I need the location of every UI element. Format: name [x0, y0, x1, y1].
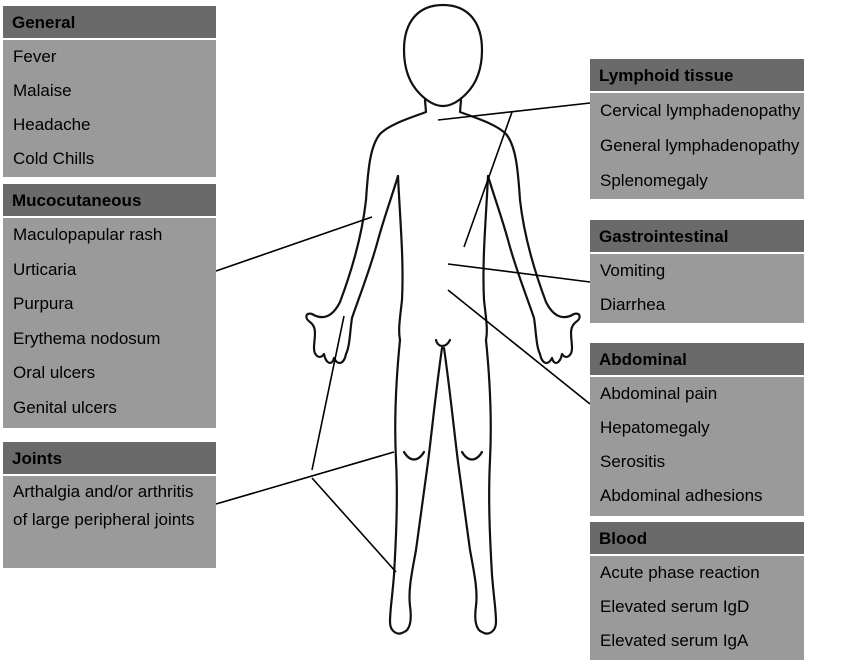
lymphoid-item: General lymphadenopathy	[600, 136, 800, 155]
mucocutaneous-header: Mucocutaneous	[3, 184, 216, 218]
mucocutaneous-item: Genital ulcers	[13, 397, 117, 417]
lymphoid-list: Cervical lymphadenopathy General lymphad…	[590, 93, 804, 198]
abdominal-header: Abdominal	[590, 343, 804, 377]
general-item: Cold Chills	[13, 149, 95, 168]
joints-item: Arthalgia and/or arthritis of large peri…	[13, 482, 195, 529]
abdominal-box: Abdominal Abdominal pain Hepatomegaly Se…	[590, 343, 804, 516]
connector-lymphoid-neck	[437, 102, 591, 121]
mucocutaneous-item: Oral ulcers	[13, 363, 96, 382]
connector-abdominal	[447, 289, 591, 405]
general-header: General	[3, 6, 216, 40]
general-item: Headache	[13, 115, 91, 134]
gastrointestinal-header: Gastrointestinal	[590, 220, 804, 254]
abdominal-list: Abdominal pain Hepatomegaly Serositis Ab…	[590, 377, 804, 513]
gastrointestinal-box: Gastrointestinal Vomiting Diarrhea	[590, 220, 804, 323]
mucocutaneous-item: Erythema nodosum	[13, 328, 161, 348]
connector-joints-knee	[215, 451, 395, 505]
mucocutaneous-item: Purpura	[13, 294, 74, 313]
gastrointestinal-item: Vomiting	[600, 261, 666, 280]
joints-list: Arthalgia and/or arthritis of large peri…	[3, 476, 216, 534]
abdominal-item: Abdominal pain	[600, 384, 718, 403]
joints-header: Joints	[3, 442, 216, 476]
gastrointestinal-list: Vomiting Diarrhea	[590, 254, 804, 322]
blood-item: Elevated serum IgA	[600, 631, 749, 650]
connector-gastrointestinal	[447, 263, 591, 283]
mucocutaneous-box: Mucocutaneous Maculopapular rash Urticar…	[3, 184, 216, 428]
blood-header: Blood	[590, 522, 804, 556]
joints-box: Joints Arthalgia and/or arthritis of lar…	[3, 442, 216, 568]
connector-joints-ankle	[311, 477, 397, 573]
blood-box: Blood Acute phase reaction Elevated seru…	[590, 522, 804, 660]
blood-item: Elevated serum IgD	[600, 597, 750, 616]
connector-lymphoid-spleen	[463, 111, 513, 248]
connector-mucocutaneous-arm	[215, 216, 373, 272]
mucocutaneous-item: Maculopapular rash	[13, 225, 163, 244]
gastrointestinal-item: Diarrhea	[600, 295, 666, 314]
lymphoid-box: Lymphoid tissue Cervical lymphadenopathy…	[590, 59, 804, 199]
general-list: Fever Malaise Headache Cold Chills	[3, 40, 216, 176]
lymphoid-header: Lymphoid tissue	[590, 59, 804, 93]
abdominal-item: Hepatomegaly	[600, 418, 710, 437]
general-box: General Fever Malaise Headache Cold Chil…	[3, 6, 216, 177]
general-item: Fever	[13, 47, 57, 66]
abdominal-item: Abdominal adhesions	[600, 486, 763, 505]
mucocutaneous-list: Maculopapular rash Urticaria Purpura Ery…	[3, 218, 216, 425]
general-item: Malaise	[13, 81, 72, 100]
mucocutaneous-item: Urticaria	[13, 259, 77, 279]
connector-joints-arm	[311, 315, 345, 471]
human-body-outline-icon	[305, 3, 581, 635]
lymphoid-item: Cervical lymphadenopathy	[600, 101, 801, 120]
lymphoid-item: Splenomegaly	[600, 171, 708, 190]
abdominal-item: Serositis	[600, 452, 666, 471]
blood-list: Acute phase reaction Elevated serum IgD …	[590, 556, 804, 658]
blood-item: Acute phase reaction	[600, 563, 760, 582]
